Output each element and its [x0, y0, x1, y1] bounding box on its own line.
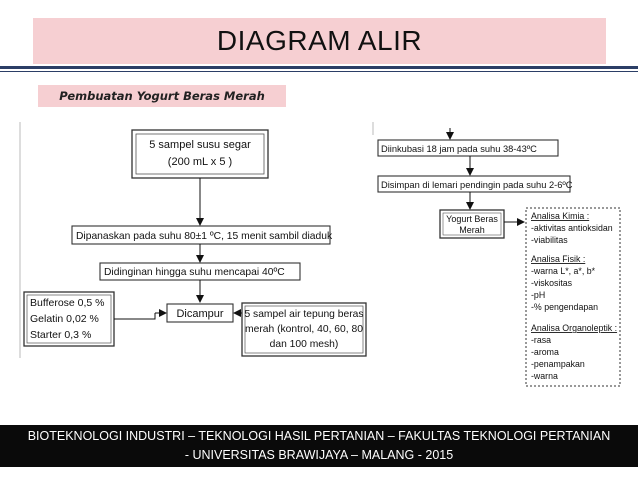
analisa-organo-item: -penampakan: [531, 359, 585, 369]
node-bahan-line3: Starter 0,3 %: [30, 329, 91, 341]
analisa-organo-item: -aroma: [531, 347, 559, 357]
analisa-fisik-item: -pH: [531, 290, 545, 300]
node-dingin-text: Didinginan hingga suhu mencapai 40ºC: [104, 267, 285, 278]
line-bahan: [114, 313, 156, 320]
node-yogurt-line2: Merah: [459, 225, 485, 235]
footer-line1: BIOTEKNOLOGI INDUSTRI – TEKNOLOGI HASIL …: [27, 429, 611, 443]
node-panas-text: Dipanaskan pada suhu 80±1 ºC, 15 menit s…: [76, 231, 333, 242]
node-yogurt: Yogurt Beras Merah: [439, 209, 505, 239]
analisa-organo-item: -warna: [531, 371, 558, 381]
node-yogurt-line1: Yogurt Beras: [446, 214, 498, 224]
node-bahan-line1: Bufferose 0,5 %: [30, 297, 105, 309]
node-simpan-text: Disimpan di lemari pendingin pada suhu 2…: [381, 180, 573, 190]
node-bahan-line2: Gelatin 0,02 %: [30, 313, 99, 325]
subtitle-tag: Pembuatan Yogurt Beras Merah: [38, 85, 286, 107]
analisa-kimia-item: -aktivitas antioksidan: [531, 223, 613, 233]
node-analisa: Analisa Kimia : -aktivitas antioksidan -…: [525, 207, 621, 387]
title-divider: [0, 66, 638, 69]
node-tepung-line1: 5 sampel air tepung beras: [244, 309, 363, 320]
analisa-fisik-title: Analisa Fisik :: [531, 254, 585, 264]
analisa-kimia-title: Analisa Kimia :: [531, 211, 589, 221]
analisa-fisik-item: -warna L*, a*, b*: [531, 266, 596, 276]
node-susu-line2: (200 mL x 5 ): [168, 156, 232, 168]
footer-line2: - UNIVERSITAS BRAWIJAYA – MALANG - 2015: [184, 448, 454, 462]
analisa-organo-title: Analisa Organoleptik :: [531, 323, 617, 333]
node-campur-text: Dicampur: [176, 308, 223, 320]
analisa-kimia-item: -viabilitas: [531, 235, 568, 245]
node-susu-segar: 5 sampel susu segar (200 mL x 5 ): [131, 129, 269, 179]
node-inkubasi-text: Diinkubasi 18 jam pada suhu 38-43ºC: [381, 144, 537, 154]
node-dipanaskan: Dipanaskan pada suhu 80±1 ºC, 15 menit s…: [71, 225, 333, 245]
node-tepung-line3: dan 100 mesh): [270, 339, 339, 350]
analisa-organo-item: -rasa: [531, 335, 551, 345]
node-didinginkan: Didinginan hingga suhu mencapai 40ºC: [99, 262, 301, 281]
footer-bar: BIOTEKNOLOGI INDUSTRI – TEKNOLOGI HASIL …: [0, 425, 638, 467]
node-tepung-line2: merah (kontrol, 40, 60, 80: [245, 324, 363, 335]
page-title: DIAGRAM ALIR: [216, 25, 423, 56]
node-disimpan: Disimpan di lemari pendingin pada suhu 2…: [377, 175, 573, 193]
node-dicampur: Dicampur: [166, 303, 234, 323]
node-susu-line1: 5 sampel susu segar: [149, 139, 251, 151]
analisa-fisik-item: -viskositas: [531, 278, 573, 288]
node-inkubasi: Diinkubasi 18 jam pada suhu 38-43ºC: [377, 139, 559, 157]
title-banner: DIAGRAM ALIR: [33, 18, 606, 64]
node-bahan-tambahan: Bufferose 0,5 % Gelatin 0,02 % Starter 0…: [23, 291, 115, 347]
analisa-fisik-item: -% pengendapan: [531, 302, 598, 312]
subtitle-text: Pembuatan Yogurt Beras Merah: [59, 89, 265, 103]
node-tepung-beras: 5 sampel air tepung beras merah (kontrol…: [241, 302, 367, 357]
title-divider-thin: [0, 71, 638, 72]
